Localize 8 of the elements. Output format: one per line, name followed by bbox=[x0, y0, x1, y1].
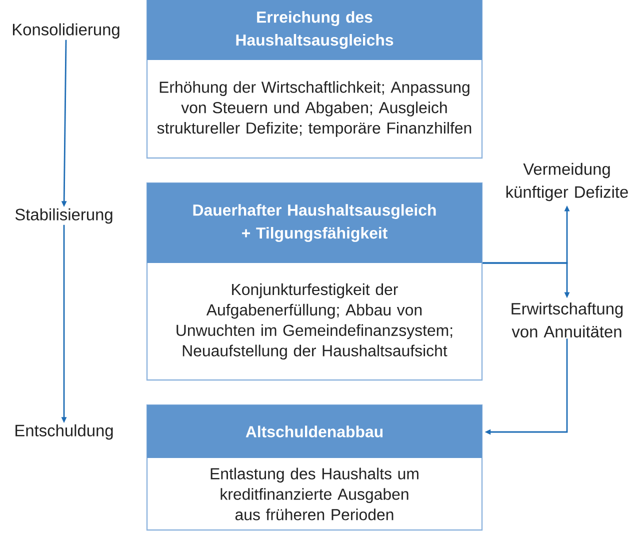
outcome-label: Erwirtschaftung von Annuitäten bbox=[512, 302, 623, 338]
stage-label: Entschuldung bbox=[16, 424, 113, 440]
stage-box: Dauerhafter Haushaltsausgleich + Tilgungsfähigkeit Konjunkturfestigkeit der Aufgabenerfüllung; Abbau von Unwuchten im Gemeindefinanzsystem; Neuaufstellung der Haushaltsaufsicht bbox=[146, 182, 483, 381]
stage-label: Stabilisierung bbox=[15, 208, 112, 224]
stage-box: Altschuldenabbau Entlastung des Haushalts um kreditfinanzierte Ausgaben aus früheren Perioden bbox=[146, 404, 483, 531]
outcome-label: Vermeidung künftiger Defizite bbox=[506, 162, 628, 202]
stage-box: Erreichung des Haushaltsausgleichs Erhöhung der Wirtschaftlichkeit; Anpassung von Steuern und Abgaben; Ausgleich struktureller Defizite; temporäre Finanzhilfen bbox=[146, 0, 483, 159]
stage-label: Konsolidierung bbox=[12, 23, 120, 39]
